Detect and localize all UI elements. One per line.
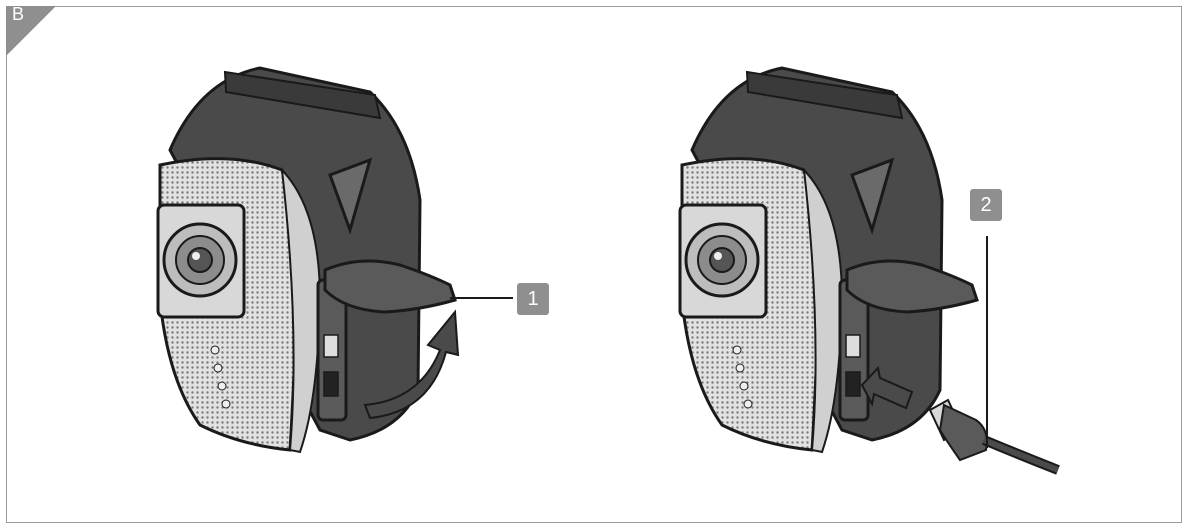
dashcam-right xyxy=(678,66,1060,475)
figure-label: B xyxy=(12,4,25,24)
step-1-callout: 1 xyxy=(517,283,549,315)
figure-corner-tab xyxy=(6,6,56,56)
dashcam-left xyxy=(156,66,513,454)
step-2-callout: 2 xyxy=(970,189,1002,221)
